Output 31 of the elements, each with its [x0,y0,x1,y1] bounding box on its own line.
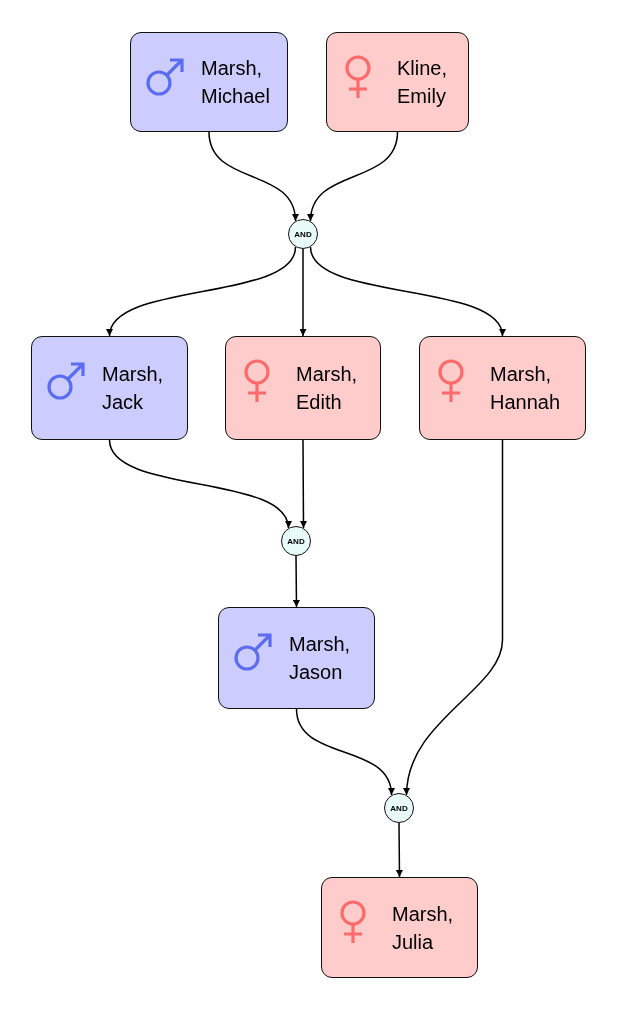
arrow [403,439,504,796]
arrow [295,708,394,796]
and-label: AND [287,536,305,546]
and-circle [288,219,318,249]
and-circle [281,526,311,556]
and-label: AND [294,229,312,239]
person-name: Marsh, Michael [201,56,271,109]
person-name: Marsh, Julia [392,901,455,955]
arrow [299,248,307,337]
person-box [218,607,375,709]
arrow [292,555,300,608]
arrow [108,246,297,337]
person-box [31,336,188,440]
and-label: AND [390,803,408,813]
arrow [309,246,504,337]
arrow [208,131,298,222]
person-name: Marsh, Edith [296,362,359,415]
arrow [308,131,399,222]
person-name: Marsh, Hannah [490,362,562,415]
arrow [299,439,307,529]
and-circle [384,793,414,823]
person-box [419,336,586,440]
arrow [395,822,403,878]
person-box [326,32,469,132]
arrow [108,439,290,529]
person-box [321,877,478,978]
person-box [130,32,288,132]
person-box [225,336,381,440]
person-name: Marsh, Jack [102,362,165,415]
person-name: Marsh, Jason [289,632,352,685]
person-name: Kline, Emily [397,56,449,109]
